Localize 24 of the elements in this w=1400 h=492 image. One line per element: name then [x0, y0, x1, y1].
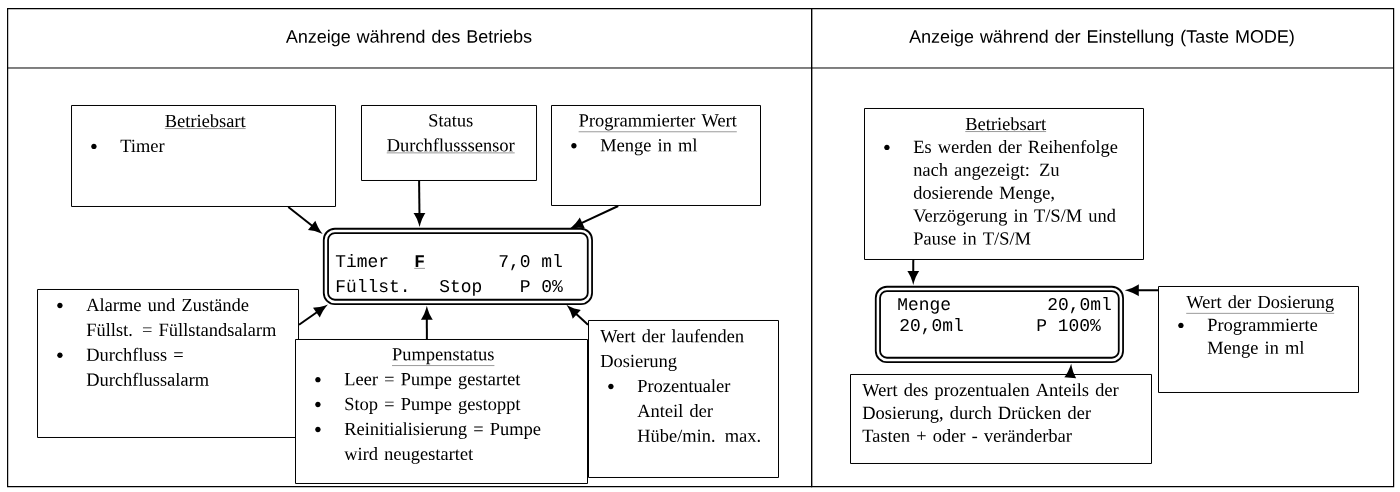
column-heading: Anzeige während des Betriebs [285, 29, 532, 47]
table-column [7, 8, 813, 488]
arrow [1127, 285, 1159, 296]
callout-box: Betriebsart Es werden der Reihenfolge nach angezeigt: Zu dosierende Menge, Verzögerung in T/S/M und Pause in T/S/M [864, 108, 1144, 260]
display-screen: Timer F 7,0 ml Füllst. Stop P 0% [322, 227, 593, 305]
arrow [568, 306, 589, 326]
callout-box: Programmierter Wert Menge in ml [551, 105, 761, 206]
arrow [414, 180, 425, 225]
column-heading: Anzeige während der Einstellung (Taste MODE) [909, 29, 1294, 47]
callout-box: Status Durchflusssensor [361, 105, 537, 181]
callout-box: Wert der laufenden Dosierung Prozentualer Anteil der Hübe/min. max. [588, 320, 779, 478]
callout-box: Pumpenstatus Leer = Pumpe gestartet Stop = Pumpe gestoppt Reinitialisierung = Pumpe wird neugestartet [295, 339, 588, 484]
arrow [1065, 366, 1076, 379]
callout-box: Wert der Dosierung Programmierte Menge in ml [1158, 286, 1359, 393]
arrow [421, 308, 432, 340]
arrow [571, 205, 620, 229]
arrow [287, 206, 321, 233]
callout-box: Alarme und Zustände Füllst. = Füllstandsalarm Durchfluss = Durchflussalarm [37, 289, 299, 438]
display-screen: Menge 20,0ml 20,0ml P 100% [874, 285, 1124, 363]
callout-box: Betriebsart Timer [71, 105, 336, 207]
arrow [908, 259, 919, 283]
callout-box: Wert des prozentualen Anteils der Dosierung, durch Drücken der Tasten + oder - veränderbar [850, 374, 1152, 464]
table-column [811, 8, 1395, 488]
arrow [298, 305, 326, 326]
